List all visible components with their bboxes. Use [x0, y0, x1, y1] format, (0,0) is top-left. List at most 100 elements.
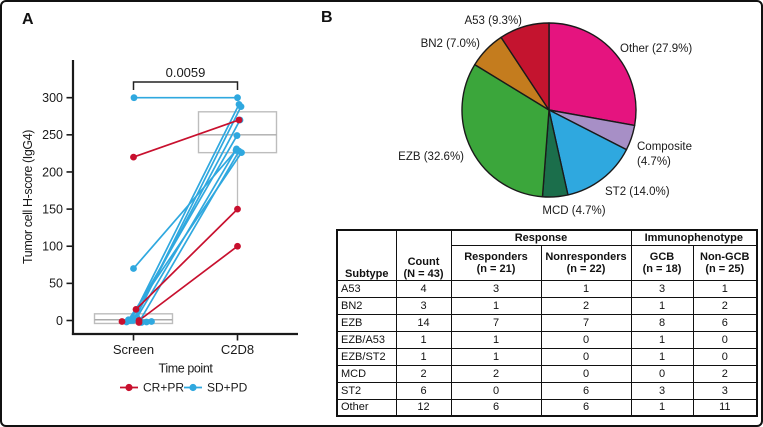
cell-value: 11 [692, 398, 758, 417]
cell-value: 1 [630, 296, 694, 315]
cell-value: 0 [450, 381, 542, 400]
cell-value: 8 [630, 313, 694, 332]
pie-label-a53: A53 (9.3%) [464, 15, 522, 27]
cell-subtype: A53 [336, 279, 397, 298]
cell-value: 2 [540, 296, 632, 315]
cell-subtype: EZB/ST2 [336, 347, 397, 366]
y-tick-label: 0 [56, 314, 63, 328]
data-point [130, 265, 137, 272]
data-point [234, 242, 241, 250]
cell-value: 7 [450, 313, 542, 332]
pair-line [130, 103, 240, 321]
data-point [143, 318, 150, 326]
cell-value: 0 [630, 364, 694, 383]
pair-line [133, 119, 240, 158]
cell-subtype: EZB/A53 [336, 330, 397, 349]
cell-value: 12 [395, 398, 452, 417]
cell-value: 2 [692, 364, 758, 383]
cell-value: 1 [450, 296, 542, 315]
pie-slice-other [548, 22, 637, 127]
cell-value: 1 [630, 347, 694, 366]
panel-b-letter: B [321, 9, 333, 26]
cell-subtype: EZB [336, 313, 397, 332]
cell-value: 3 [450, 279, 542, 298]
pie-label-other: Other (27.9%) [620, 43, 692, 55]
data-point [132, 305, 140, 313]
x-axis-title: Time point [159, 362, 214, 376]
p-value-bracket [132, 81, 239, 90]
x-tick-label: C2D8 [221, 342, 254, 357]
cell-value: 6 [692, 313, 758, 332]
cell-value: 1 [395, 330, 452, 349]
cell-value: 1 [630, 330, 694, 349]
cell-value: 0 [692, 347, 758, 366]
data-point [235, 116, 243, 124]
col-header-subtype: Subtype [336, 229, 397, 281]
cell-value: 6 [540, 381, 632, 400]
data-point [233, 132, 241, 139]
cell-value: 2 [692, 296, 758, 315]
cell-value: 3 [692, 381, 758, 400]
pie-slice-ezb [461, 63, 550, 198]
cell-subtype: BN2 [336, 296, 397, 315]
pair-line [138, 245, 239, 322]
legend-dot [189, 383, 197, 392]
y-tick-label: 150 [42, 202, 63, 216]
pair-line [139, 150, 240, 321]
cell-value: 4 [395, 279, 452, 298]
data-point [234, 205, 241, 213]
data-point [234, 94, 241, 102]
pair-line [135, 208, 239, 310]
col-header-nonresponders: Nonresponders(n = 22) [540, 244, 632, 281]
group-header-response: Response [450, 229, 632, 246]
y-tick-label: 300 [42, 91, 63, 105]
cell-value: 7 [540, 313, 632, 332]
col-header-nongcb: Non-GCB(n = 25) [692, 244, 758, 281]
data-point [130, 153, 137, 161]
pie-label-ezb: EZB (32.6%) [398, 151, 464, 163]
pie-slice-st2 [548, 109, 628, 196]
y-tick-label: 50 [49, 277, 63, 291]
cell-subtype: Other [336, 398, 397, 417]
y-tick-label: 100 [42, 240, 63, 254]
pie-label-st2: ST2 (14.0%) [605, 186, 670, 198]
data-point [238, 149, 245, 157]
legend-dot [125, 383, 133, 392]
cell-value: 1 [692, 279, 758, 298]
cell-subtype: MCD [336, 364, 397, 383]
y-tick-label: 250 [42, 128, 63, 142]
cell-value: 2 [395, 364, 452, 383]
subtype-pie-chart: Other (27.9%)Composite(4.7%)ST2 (14.0%)M… [398, 15, 692, 217]
pair-line [127, 152, 243, 321]
cell-value: 0 [540, 330, 632, 349]
data-point [118, 318, 126, 325]
data-point [148, 318, 155, 325]
col-header-gcb: GCB(n = 18) [630, 244, 694, 281]
pie-label-mcd: MCD (4.7%) [542, 205, 605, 217]
data-point [237, 103, 245, 111]
cell-value: 2 [450, 364, 542, 383]
cell-value: 3 [395, 296, 452, 315]
legend-label: SD+PD [207, 381, 248, 395]
cell-value: 6 [450, 398, 542, 417]
pie-label-composite: Composite [637, 141, 692, 153]
cell-value: 6 [395, 381, 452, 400]
data-point [135, 319, 143, 326]
x-tick-label: Screen [113, 342, 154, 357]
panel-a-letter: A [22, 11, 34, 28]
cell-value: 3 [630, 381, 694, 400]
col-header-count: Count(N = 43) [395, 229, 452, 281]
pair-line [132, 149, 237, 270]
col-header-responders: Responders(n = 21) [450, 244, 542, 281]
y-tick-label: 200 [42, 165, 63, 179]
pie-label-bn2: BN2 (7.0%) [421, 38, 481, 50]
data-point [130, 94, 138, 102]
cell-subtype: ST2 [336, 381, 397, 400]
cell-value: 3 [630, 279, 694, 298]
